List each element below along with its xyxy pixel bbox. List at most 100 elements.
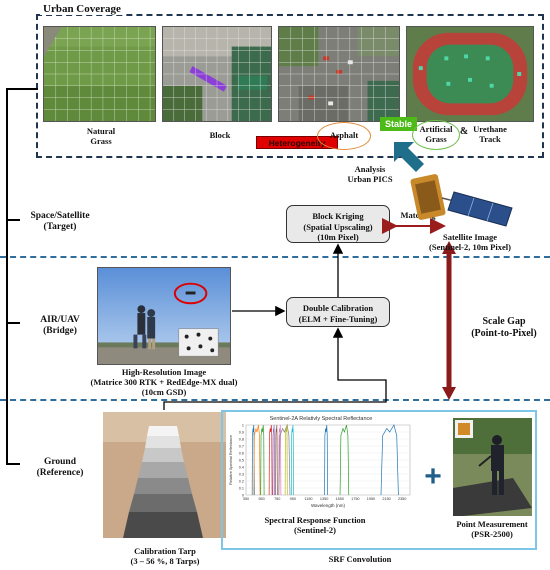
caption-line: (Matrice 300 RTK + RedEdge-MX dual) xyxy=(90,377,238,387)
srf-y-tick-label: 0.6 xyxy=(239,452,244,456)
timeline-tick-ground xyxy=(6,463,20,465)
srf-band-curve xyxy=(268,424,273,496)
srf-band-curves xyxy=(251,423,399,496)
srf-x-tick-label: 1350 xyxy=(320,497,328,501)
scale-gap-subtitle: (Point-to-Pixel) xyxy=(471,328,537,339)
caption-line: Artificial xyxy=(419,124,453,134)
stable-badge: Stable xyxy=(380,117,417,131)
srf-x-tick-label: 950 xyxy=(290,497,296,501)
scale-gap-label: Scale Gap (Point-to-Pixel) xyxy=(464,316,544,340)
level-title: Ground xyxy=(43,457,77,467)
srf-y-tick-label: 0.4 xyxy=(239,466,244,470)
level-title: Space/Satellite xyxy=(30,211,90,221)
air-level-label: AIR/UAV (Bridge) xyxy=(5,315,115,337)
artificial-grass-caption: Artificial Grass xyxy=(416,124,456,144)
srf-band-curve xyxy=(272,424,275,496)
scale-gap-title: Scale Gap xyxy=(482,316,526,327)
ampersand: & xyxy=(459,126,469,137)
srf-band-curve xyxy=(278,424,282,496)
caption-line: Urban PICS xyxy=(347,174,393,184)
urban-coverage-panel xyxy=(36,14,544,158)
srf-y-tick-label: 0.5 xyxy=(239,459,244,463)
level-timeline xyxy=(6,88,8,464)
caption-line: Spectral Response Function xyxy=(264,515,366,525)
srf-x-tick-label: 2150 xyxy=(382,497,390,501)
timeline-tick-urban xyxy=(6,88,38,90)
block-photo xyxy=(162,26,272,122)
srf-x-tick-label: 1950 xyxy=(367,497,375,501)
caption-line: (Sentinel-2, 10m Pixel) xyxy=(429,242,511,252)
timeline-tick-air xyxy=(6,322,20,324)
urethane-track-caption: Urethane Track xyxy=(468,124,512,144)
caption-line: Track xyxy=(479,134,501,144)
srf-x-tick-label: 350 xyxy=(243,497,249,501)
space-air-divider xyxy=(0,256,550,258)
urban-coverage-title: Urban Coverage xyxy=(40,3,124,15)
srf-x-ticks: 350 550 750 950 1150 1350 1550 1750 1950 2150 2350 xyxy=(243,497,407,501)
uav-image-caption: High-Resolution Image (Matrice 300 RTK +… xyxy=(88,367,240,397)
natural-grass-photo xyxy=(43,26,156,122)
space-level-label: Space/Satellite (Target) xyxy=(5,211,115,233)
block-caption: Block xyxy=(209,130,231,140)
block-kriging-box: Block Kriging (Spatial Upscaling) (10m P… xyxy=(286,205,390,243)
srf-y-tick-label: 0.2 xyxy=(239,480,244,484)
caption-line: Natural xyxy=(86,126,116,136)
srf-x-tick-label: 550 xyxy=(258,497,264,501)
srf-x-tick-label: 2350 xyxy=(398,497,406,501)
srf-x-tick-label: 1750 xyxy=(351,497,359,501)
uav-high-resolution-photo xyxy=(97,267,231,365)
srf-y-tick-label: 0.1 xyxy=(239,487,244,491)
box-line: (10m Pixel) xyxy=(317,232,359,242)
srf-band-curve xyxy=(260,424,265,496)
srf-chart-title: Sentinel-2A Relativly Spectral Reflectan… xyxy=(270,416,373,422)
heterogeneity-label: Heterogeneity xyxy=(268,138,326,148)
srf-band-curve xyxy=(380,424,399,496)
plus-icon: + xyxy=(424,460,442,493)
srf-x-axis-label: Wavelength (nm) xyxy=(311,503,346,508)
srf-y-tick-label: 1 xyxy=(242,424,244,428)
srf-y-tick-label: 0 xyxy=(242,494,244,498)
caption-line: (3 – 56 %, 8 Tarps) xyxy=(130,556,200,566)
srf-x-tick-label: 750 xyxy=(274,497,280,501)
srf-y-tick-label: 0.9 xyxy=(239,431,244,435)
asphalt-photo xyxy=(278,26,400,122)
analysis-urban-pics-caption: Analysis Urban PICS xyxy=(340,164,400,184)
srf-band-curve xyxy=(278,423,291,496)
box-line: (ELM + Fine-Tuning) xyxy=(298,313,378,324)
caption-line: Satellite Image xyxy=(442,232,498,242)
air-ground-divider xyxy=(0,399,550,401)
srf-band-curve xyxy=(275,424,278,496)
srf-x-tick-label: 1550 xyxy=(335,497,343,501)
calibration-tarp-caption: Calibration Tarp (3 – 56 %, 8 Tarps) xyxy=(100,546,230,566)
stable-label: Stable xyxy=(384,119,412,129)
srf-band-curve xyxy=(339,424,350,496)
srf-y-tick-label: 0.8 xyxy=(239,438,244,442)
artificial-grass-highlight-ellipse xyxy=(412,120,460,150)
point-measurement-photo xyxy=(453,418,532,516)
calibration-tarp-photo xyxy=(103,412,226,538)
level-role: (Target) xyxy=(43,222,77,232)
caption-line: (10cm GSD) xyxy=(141,387,187,397)
srf-caption: Spectral Response Function (Sentinel-2) xyxy=(240,515,390,535)
caption-line: Grass xyxy=(90,136,112,146)
srf-convolution-panel xyxy=(221,410,537,550)
asphalt-caption: Asphalt xyxy=(329,130,359,140)
srf-y-axis-label: Relative Spectral Reflectance xyxy=(229,435,233,485)
srf-band-curve xyxy=(291,424,294,496)
srf-band-curve xyxy=(324,424,328,496)
urban-pics-arrow xyxy=(394,142,424,172)
srf-x-tick-label: 1150 xyxy=(304,497,312,501)
level-title: AIR/UAV xyxy=(40,315,80,325)
srf-y-tick-label: 0.7 xyxy=(239,445,244,449)
box-line: (Spatial Upscaling) xyxy=(303,221,373,232)
double-calibration-box: Double Calibration (ELM + Fine-Tuning) xyxy=(286,297,390,327)
satellite-icon xyxy=(410,174,513,227)
ground-level-label: Ground (Reference) xyxy=(5,457,115,479)
box-line: Block Kriging xyxy=(312,211,364,221)
srf-chart: Sentinel-2A Relativly Spectral Reflectan… xyxy=(228,413,414,509)
caption-line: Point Measurement xyxy=(456,519,528,529)
satellite-image-caption: Satellite Image (Sentinel-2, 10m Pixel) xyxy=(418,232,522,252)
srf-band-curve xyxy=(284,424,288,496)
caption-line: Urethane xyxy=(473,124,507,134)
caption-line: Analysis xyxy=(354,164,386,174)
